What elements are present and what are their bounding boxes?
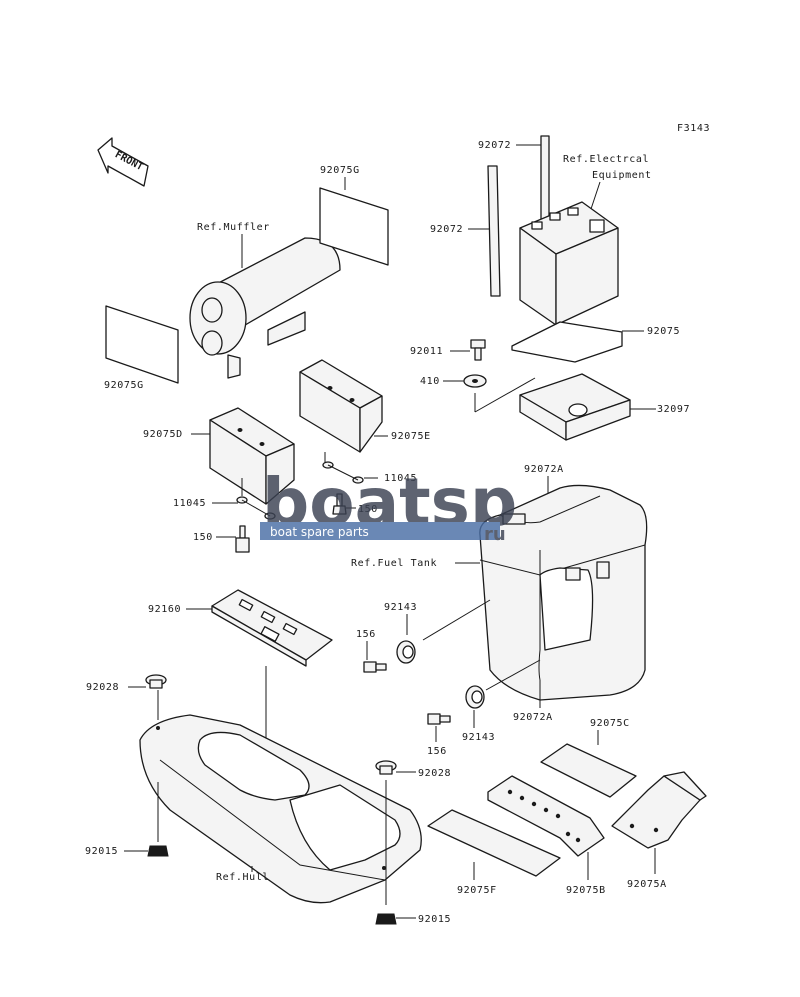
grommet-92143-top [396,640,416,664]
part-92072a-bottom-label: 92072A [513,712,553,723]
pad-92075f [427,809,561,877]
part-410-label: 410 [420,376,440,387]
part-92075c-label: 92075C [590,718,630,729]
strap-92072-b [487,165,501,297]
part-92075a-label: 92075A [627,879,667,890]
ref-electrical-line1: Ref.Electrcal [563,154,649,165]
part-92075g-left-label: 92075G [104,380,144,391]
part-92015-bottom-label: 92015 [418,914,451,925]
part-92143-top-label: 92143 [384,602,417,613]
tray-92160 [211,589,333,667]
part-92075d-label: 92075D [143,429,183,440]
ref-fuel-tank-label: Ref.Fuel Tank [351,558,437,569]
bolt-156-bottom [427,713,451,725]
part-92028-left-label: 92028 [86,682,119,693]
part-150-left-label: 150 [193,532,213,543]
watermark-suffix: ru [484,524,506,545]
plug-92028-right [375,760,397,775]
ref-hull-label: Ref.Hull [216,872,269,883]
part-11045-right-label: 11045 [384,473,417,484]
battery-tray-32097 [519,373,631,441]
part-32097-label: 32097 [657,404,690,415]
part-92015-left-label: 92015 [85,846,118,857]
pad-92075b [487,775,605,857]
part-92075-label: 92075 [647,326,680,337]
part-92028-right-label: 92028 [418,768,451,779]
ref-muffler-label: Ref.Muffler [197,222,270,233]
bolt-156-left [363,661,387,673]
ref-electrical-line2: Equipment [592,170,652,181]
pad-92075 [511,321,623,363]
pad-92075c [540,743,637,798]
part-92072a-top-label: 92072A [524,464,564,475]
part-92075g-top-label: 92075G [320,165,360,176]
bolt-150-left [235,525,250,553]
watermark-logo: boatsp boat spare parts ru [260,464,517,545]
bolt-92011 [470,339,486,361]
watermark-tagline: boat spare parts [270,525,369,539]
part-150-right-label: 150 [358,504,378,515]
plug-92028-left [145,674,167,689]
part-92011-label: 92011 [410,346,443,357]
battery-part [519,201,619,326]
part-156-left-label: 156 [356,629,376,640]
nut-92015-left [147,845,169,857]
sheet-92075g-left [105,305,179,384]
sheet-92075g-top [319,187,389,266]
grommet-92143-bottom [465,685,485,709]
bolt-150-right [332,493,347,515]
part-92072-a-label: 92072 [478,140,511,151]
part-92072-b-label: 92072 [430,224,463,235]
part-92075e-label: 92075E [391,431,431,442]
nut-92015-bottom [375,913,397,925]
strap-92072-a [540,135,550,226]
front-arrow-icon: FRONT [97,137,149,187]
part-92075b-label: 92075B [566,885,606,896]
bracket-92075d [209,407,295,505]
part-92160-label: 92160 [148,604,181,615]
figure-code: F3143 [677,123,710,134]
fuel-tank-part [479,484,648,701]
bracket-92075a [611,771,707,849]
part-156-bottom-label: 156 [427,746,447,757]
bracket-92075e [299,359,383,453]
part-92075f-label: 92075F [457,885,497,896]
hull-part [139,714,422,904]
muffler-part [189,237,341,379]
part-11045-left-label: 11045 [173,498,206,509]
part-92143-bottom-label: 92143 [462,732,495,743]
